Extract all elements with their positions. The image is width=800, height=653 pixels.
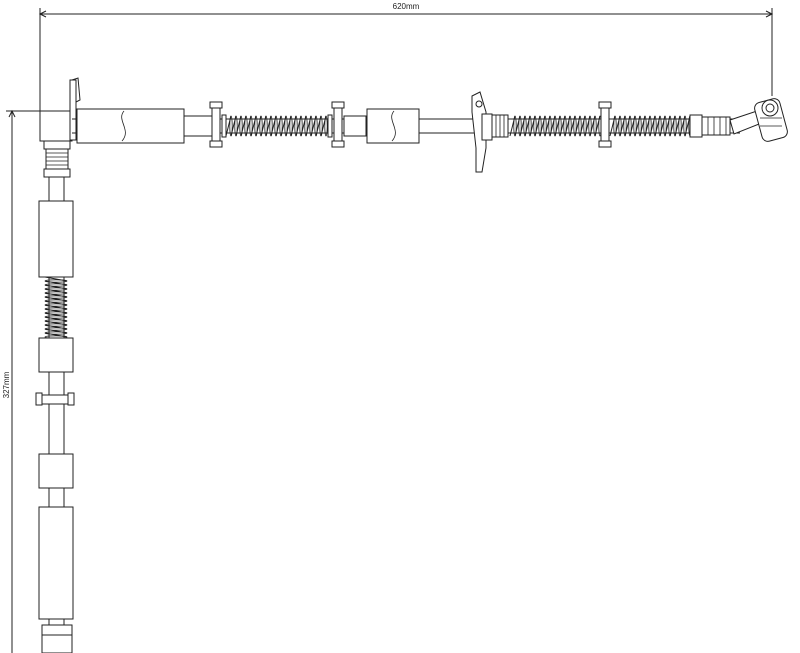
spring-coil-loop	[324, 115, 328, 137]
vertical-clip	[35, 392, 75, 406]
spring-end-1b	[327, 114, 333, 138]
mounting-bracket	[471, 91, 493, 173]
protective-sleeve-2	[366, 108, 420, 144]
end-hex-nut	[701, 116, 731, 136]
vertical-dimension: 327mm	[2, 109, 40, 653]
spring-guard-2	[509, 115, 602, 137]
vertical-sleeve-3	[38, 453, 74, 489]
corner-bracket	[69, 79, 77, 141]
sleeve-break-mark-2	[391, 110, 396, 142]
hose-clip-1	[209, 101, 223, 148]
vertical-hose	[35, 140, 75, 653]
vertical-end-fitting	[41, 634, 73, 653]
spring-guard-1	[225, 115, 328, 137]
spring-end-1a	[221, 114, 227, 138]
horizontal-hose	[39, 77, 788, 173]
vertical-hex-fitting	[45, 148, 69, 170]
corner-bracket-tab	[71, 77, 81, 103]
horizontal-dimension-label: 620mm	[393, 2, 420, 11]
horizontal-dimension: 620mm	[38, 2, 774, 112]
vertical-top-nut	[43, 140, 71, 150]
end-ferrule	[689, 114, 703, 138]
vertical-collar	[43, 168, 71, 178]
spring-guard-3	[609, 115, 692, 137]
hose-ferrule-1	[183, 115, 213, 137]
vertical-sleeve-4	[38, 506, 74, 620]
spring-guard-4	[44, 276, 68, 339]
vertical-sleeve-2	[38, 337, 74, 373]
vertical-end-nut	[41, 624, 73, 636]
vertical-dimension-label: 327mm	[2, 371, 11, 398]
banjo-fitting	[754, 98, 788, 142]
hose-ferrule-2	[343, 115, 367, 137]
sleeve-break-mark-1	[121, 110, 126, 142]
hose-clip-3	[598, 101, 612, 148]
vertical-sleeve-1	[38, 200, 74, 278]
hose-clip-2	[331, 101, 345, 148]
corner-fitting	[39, 110, 73, 142]
protective-sleeve-1	[76, 108, 185, 144]
